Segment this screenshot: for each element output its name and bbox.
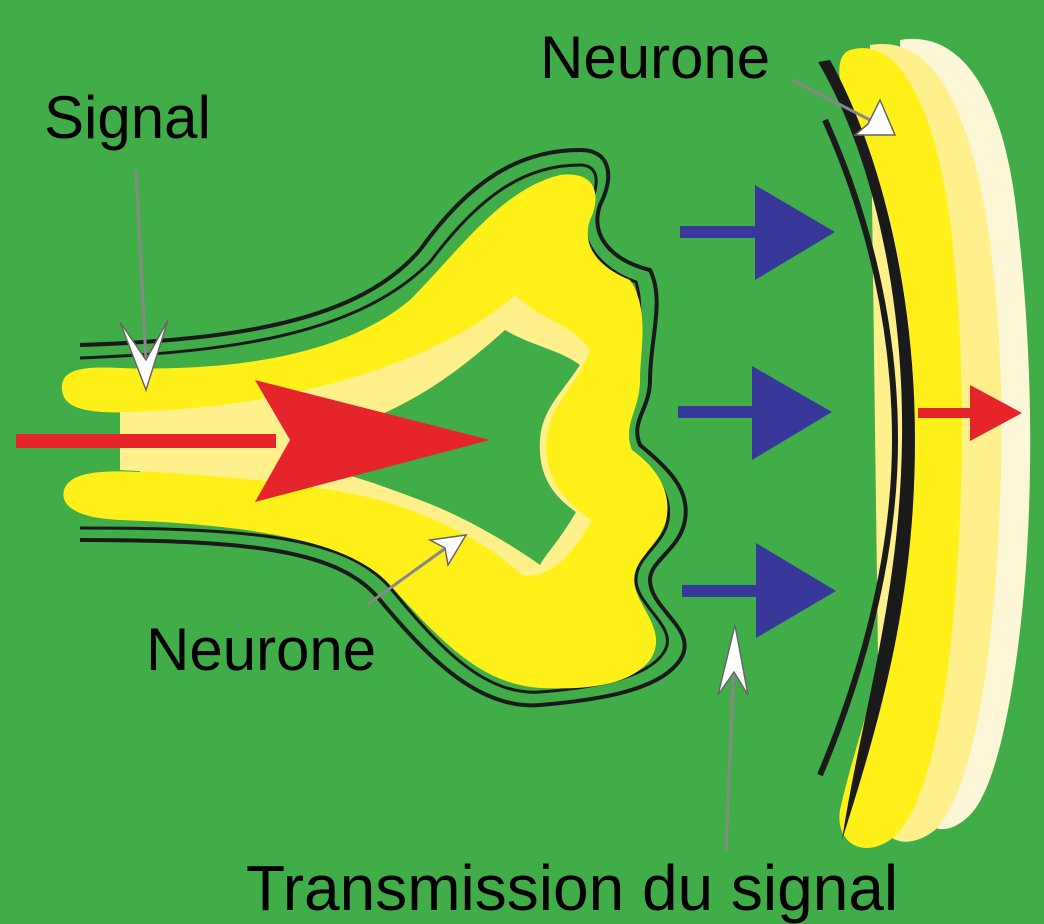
transmitter-arrow-top [680,185,835,280]
label-transmission: Transmission du signal [246,856,898,920]
transmitter-arrow-bottom [682,543,836,638]
label-neurone-postsynaptic: Neurone [540,28,770,88]
pointer-arrow-transmission [718,625,748,850]
label-neurone-presynaptic: Neurone [146,620,376,680]
label-signal: Signal [44,88,211,148]
postsynaptic-neuron [818,39,1030,848]
transmitter-arrow-middle [678,366,832,460]
